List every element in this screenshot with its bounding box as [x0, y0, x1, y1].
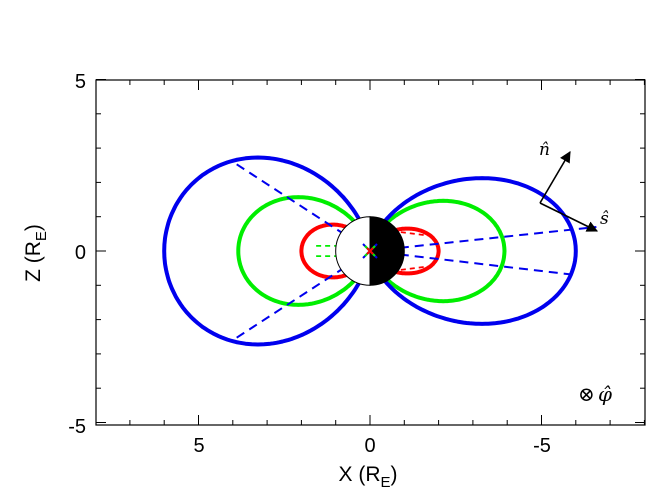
y-axis-title: Z (RE) [22, 224, 50, 282]
y-tick-label: 0 [75, 242, 86, 264]
field-line-L2 [394, 226, 441, 276]
y-tick-label: -5 [68, 416, 86, 438]
dashed-guide-line [232, 160, 371, 252]
field-line-L2 [299, 222, 348, 280]
dashed-guide-line [400, 231, 429, 237]
field-line-L4 [236, 195, 357, 307]
dashed-guide-line [369, 225, 597, 252]
earth-nightside [369, 216, 405, 286]
x-tick-label: 0 [364, 435, 375, 457]
axis-ticks [96, 79, 645, 425]
earth-dayside [335, 216, 371, 286]
n-hat-vector [539, 151, 571, 204]
dashed-guide-line [400, 265, 429, 271]
dashed-guide-line [232, 250, 371, 342]
field-lines [162, 155, 597, 347]
x-axis-title: X (RE) [338, 463, 397, 491]
earth-icon [335, 216, 405, 286]
s-hat-label: ŝ [600, 209, 609, 229]
n-hat-label: n̂ [539, 140, 550, 160]
center-cross-line [366, 247, 374, 255]
y-tick-label: 5 [75, 71, 86, 93]
x-tick-label: 5 [193, 435, 204, 457]
phi-hat-label: φ̂ [598, 382, 612, 406]
field-line-L6 [383, 176, 578, 326]
phi-into-page-icon: ⊗ [578, 382, 595, 406]
center-cross-icon [362, 243, 378, 259]
x-tick-label: -5 [533, 435, 551, 457]
s-hat-vector [539, 202, 599, 232]
field-line-L6 [162, 155, 362, 347]
field-line-L4 [385, 198, 507, 304]
